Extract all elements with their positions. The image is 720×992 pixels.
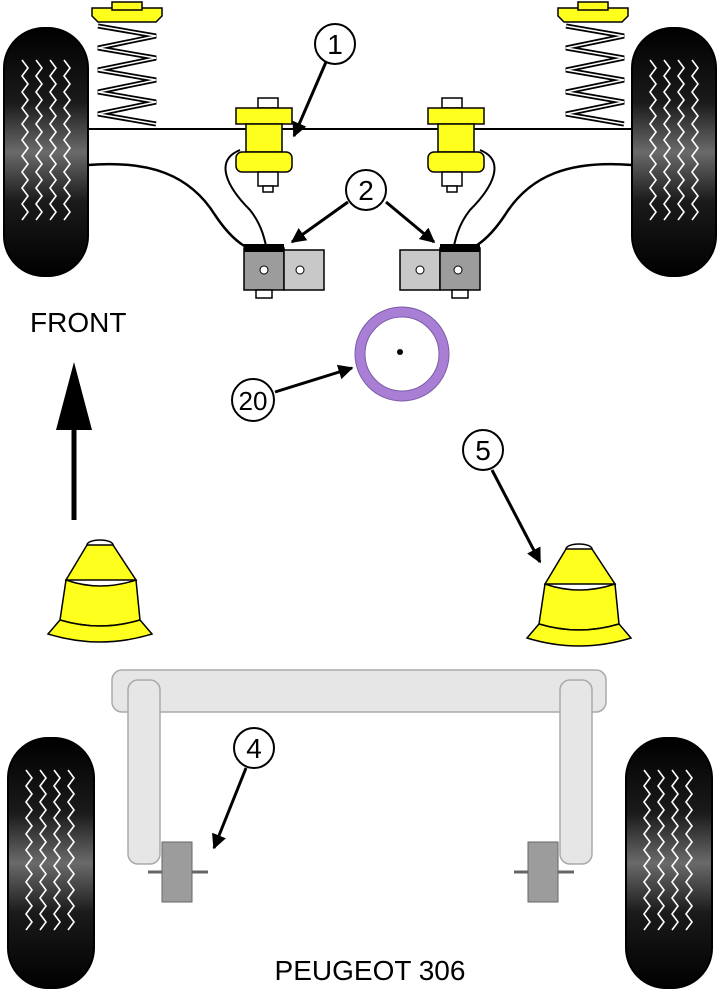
callout-1: 1	[292, 23, 356, 138]
right-spring	[557, 1, 629, 127]
rear-left-wheel	[7, 737, 95, 989]
rear-arm-bracket-right	[399, 244, 481, 299]
rear-beam-bush-left	[148, 841, 208, 903]
model-label: PEUGEOT 306	[275, 955, 466, 986]
left-link	[224, 149, 269, 256]
front-left-wheel	[3, 27, 89, 277]
callout-5-number: 5	[475, 435, 491, 466]
callout-5: 5	[462, 429, 542, 564]
rear-beam	[111, 669, 607, 865]
rear-beam-mount-right	[525, 543, 633, 647]
left-spring	[91, 1, 163, 127]
front-label: FRONT	[30, 307, 126, 338]
front-right-wheel	[631, 27, 717, 277]
rear-beam-bush-right	[514, 841, 574, 903]
callout-1-number: 1	[327, 29, 343, 60]
rear-arm-bracket-left	[243, 244, 325, 299]
left-lower-arm	[87, 162, 266, 257]
callout-20: 20	[231, 364, 354, 422]
callout-4-number: 4	[246, 733, 262, 764]
callout-20-number: 20	[239, 386, 268, 416]
front-direction-arrow	[56, 362, 92, 520]
right-lower-arm	[454, 162, 633, 257]
right-link	[451, 149, 496, 256]
callout-2-number: 2	[358, 175, 374, 206]
callout-4: 4	[212, 727, 275, 850]
rear-right-wheel	[625, 737, 713, 989]
callout-2: 2	[290, 169, 436, 244]
front-arm-bush-right	[427, 97, 485, 193]
front-arm-bush-left	[235, 97, 293, 193]
engine-mount-ring	[354, 306, 450, 402]
rear-beam-mount-left	[46, 539, 154, 643]
